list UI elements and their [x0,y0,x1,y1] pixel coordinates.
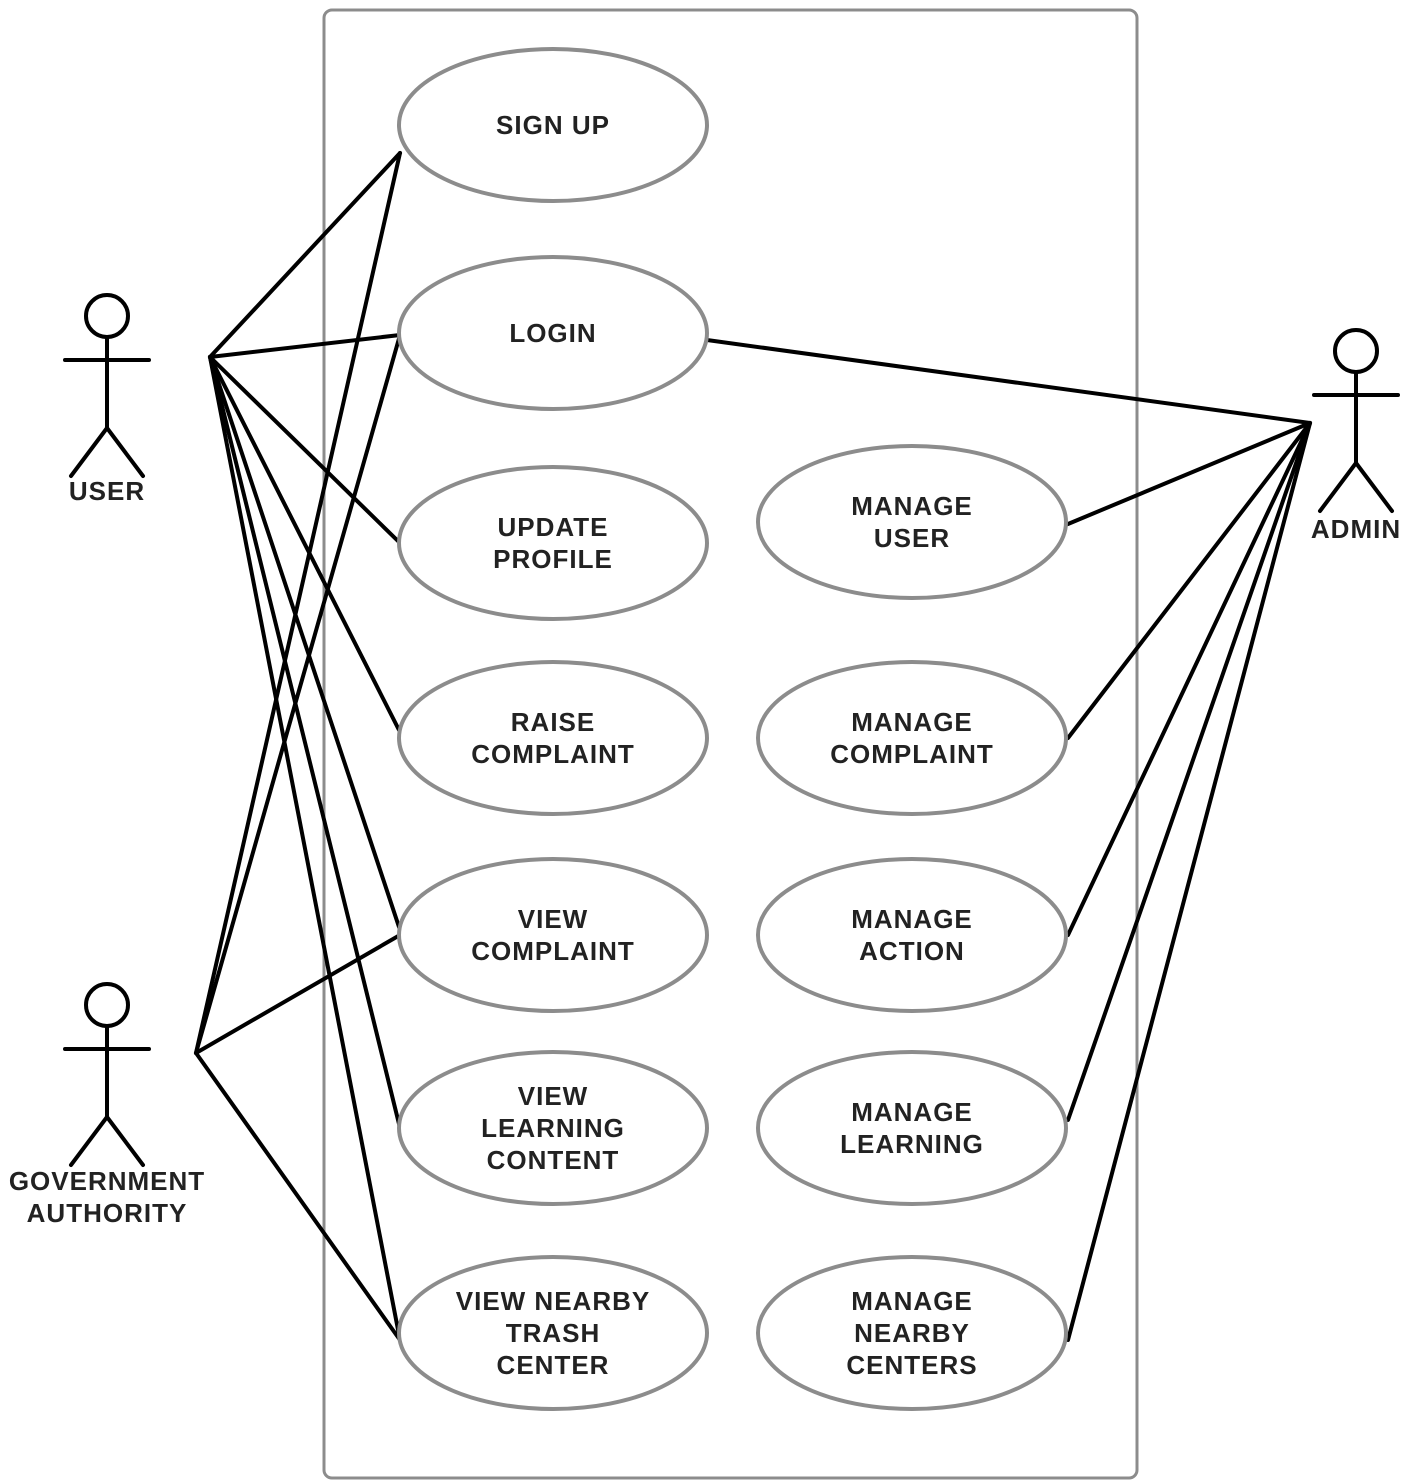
stick-figure-icon [1312,328,1400,513]
use-case-label: VIEW [518,1081,588,1111]
association-user-login [208,333,402,359]
use-case-label: MANAGE [851,1286,973,1316]
use-cases: SIGN UPLOGINUPDATEPROFILERAISECOMPLAINTV… [397,47,1068,1411]
use-case-label: ACTION [859,936,965,966]
use-case-label: MANAGE [851,1097,973,1127]
association-government_authority-sign_up [194,151,402,1055]
actor-label: USER [69,476,145,506]
association-user-view_nearby_trash_center [208,355,402,1342]
use-case-label: USER [874,523,950,553]
association-admin-manage_action [1066,421,1312,937]
actor-right-leg [105,426,145,478]
use-case-label: COMPLAINT [471,739,635,769]
association-user-view_complaint [208,355,402,932]
use-case-ellipse [397,1255,709,1411]
actor-user[interactable]: USER [63,293,151,506]
stick-figure-icon [63,982,151,1167]
use-case-label: MANAGE [851,707,973,737]
association-user-update_profile [208,355,402,545]
actor-label: GOVERNMENT [9,1166,205,1196]
actor-label: ADMIN [1311,514,1401,544]
actor-right-leg [105,1115,145,1167]
association-admin-manage_user [1066,421,1312,526]
use-case-ellipse [756,660,1068,816]
use-case-ellipse [397,465,709,621]
use-case-ellipse [756,1255,1068,1411]
use-case-label: PROFILE [493,544,613,574]
use-case-ellipse [756,1050,1068,1206]
use-case-label: SIGN UP [496,110,610,140]
use-case-label: COMPLAINT [471,936,635,966]
association-user-raise_complaint [208,355,402,734]
association-admin-manage_nearby_centers [1066,421,1312,1342]
associations [194,151,1312,1342]
use-case-label: COMPLAINT [830,739,994,769]
use-case-label: NEARBY [854,1318,970,1348]
use-case-label: CONTENT [487,1145,620,1175]
actor-head [1333,328,1379,374]
use-case-ellipse [397,47,709,203]
use-case-label: VIEW NEARBY [456,1286,650,1316]
use-case-login[interactable]: LOGIN [397,255,709,411]
actor-left-leg [69,1115,109,1167]
association-user-sign_up [208,151,402,359]
use-case-ellipse [756,857,1068,1013]
use-case-ellipse [397,857,709,1013]
use-case-ellipse [397,255,709,411]
use-case-label: VIEW [518,904,588,934]
actor-head [84,293,130,339]
use-case-label: LEARNING [840,1129,984,1159]
use-case-label: MANAGE [851,491,973,521]
association-admin-manage_complaint [1066,421,1312,740]
use-case-ellipse [397,660,709,816]
association-government_authority-login [194,333,402,1055]
use-case-label: RAISE [511,707,595,737]
association-user-view_learning_content [208,355,402,1130]
association-admin-manage_learning [1066,421,1312,1122]
actor-label: AUTHORITY [27,1198,188,1228]
use-case-ellipse [397,1050,709,1206]
actor-left-leg [69,426,109,478]
association-government_authority-view_complaint [194,933,402,1055]
use-case-label: LEARNING [481,1113,625,1143]
stick-figure-icon [63,293,151,478]
actor-admin[interactable]: ADMIN [1311,328,1401,544]
actor-left-leg [1318,461,1358,513]
use-case-label: UPDATE [498,512,609,542]
association-government_authority-view_nearby_trash_center [194,1051,402,1342]
use-case-ellipse [756,444,1068,600]
use-case-label: MANAGE [851,904,973,934]
use-case-sign-up[interactable]: SIGN UP [397,47,709,203]
use-case-label: TRASH [506,1318,601,1348]
actor-head [84,982,130,1028]
use-case-label: LOGIN [509,318,596,348]
association-admin-login [705,338,1312,425]
actor-right-leg [1354,461,1394,513]
use-case-label: CENTERS [846,1350,977,1380]
use-case-label: CENTER [497,1350,610,1380]
